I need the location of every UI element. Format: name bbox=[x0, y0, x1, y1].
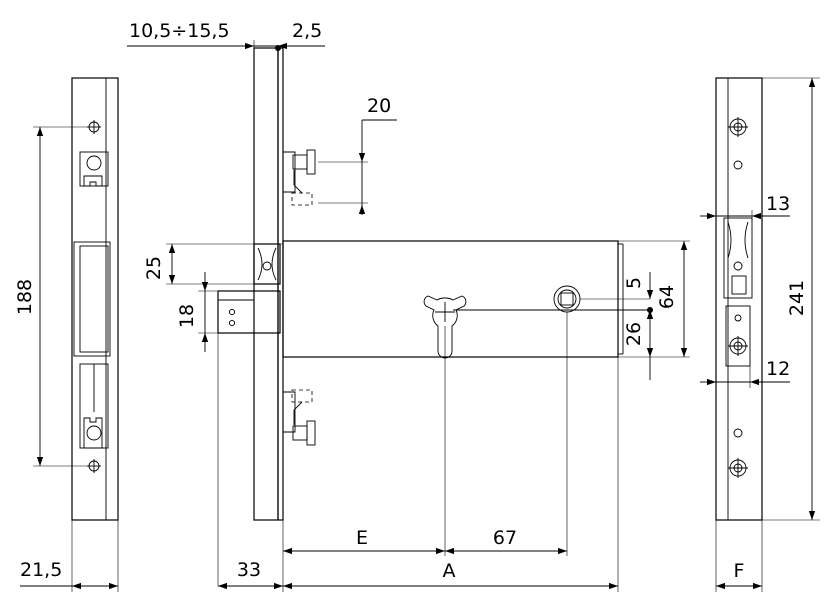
label-f: F bbox=[734, 560, 745, 582]
dimension-f: F bbox=[715, 520, 763, 592]
label-backset-range: 10,5÷15,5 bbox=[129, 20, 230, 42]
label-a: A bbox=[443, 560, 456, 582]
label-20: 20 bbox=[367, 95, 391, 117]
dimension-33-a: 33 A bbox=[218, 357, 619, 592]
dimension-18: 18 bbox=[176, 272, 218, 352]
dimension-26: 26 bbox=[623, 310, 654, 380]
dimension-12: 12 bbox=[700, 358, 790, 388]
dimension-25: 25 bbox=[143, 243, 283, 285]
dimension-5: 5 bbox=[623, 272, 654, 299]
label-67: 67 bbox=[493, 527, 517, 549]
bottom-screw-icon bbox=[728, 458, 748, 478]
dimension-e-67: E 67 bbox=[282, 312, 568, 592]
upper-screw-icon bbox=[87, 120, 101, 134]
label-33: 33 bbox=[237, 559, 261, 581]
dimension-21-5: 21,5 bbox=[20, 520, 119, 592]
dimension-188: 188 bbox=[14, 126, 88, 467]
dimension-241: 241 bbox=[762, 77, 820, 521]
top-screw-icon bbox=[728, 117, 748, 137]
label-5: 5 bbox=[623, 277, 645, 289]
dimension-20: 20 bbox=[318, 95, 397, 215]
lock-body bbox=[217, 47, 653, 586]
label-64: 64 bbox=[656, 285, 678, 309]
dimension-64: 64 bbox=[618, 240, 690, 358]
label-21-5: 21,5 bbox=[20, 559, 62, 581]
label-18: 18 bbox=[176, 304, 198, 328]
label-13: 13 bbox=[766, 193, 790, 215]
label-26: 26 bbox=[623, 322, 645, 346]
label-e: E bbox=[356, 527, 368, 549]
dimension-backset-range: 10,5÷15,5 2,5 bbox=[127, 20, 325, 51]
cylinder-icon bbox=[423, 295, 467, 359]
label-12: 12 bbox=[766, 358, 790, 380]
label-2-5: 2,5 bbox=[292, 20, 322, 42]
label-241: 241 bbox=[786, 280, 808, 316]
label-188: 188 bbox=[14, 279, 36, 315]
spindle-square-icon bbox=[553, 285, 581, 313]
middle-screw-icon bbox=[728, 336, 748, 356]
label-25: 25 bbox=[143, 256, 165, 280]
lower-screw-icon bbox=[87, 459, 101, 473]
left-strike-plate bbox=[71, 77, 119, 521]
dimension-13: 13 bbox=[700, 193, 790, 222]
right-faceplate bbox=[715, 77, 763, 521]
